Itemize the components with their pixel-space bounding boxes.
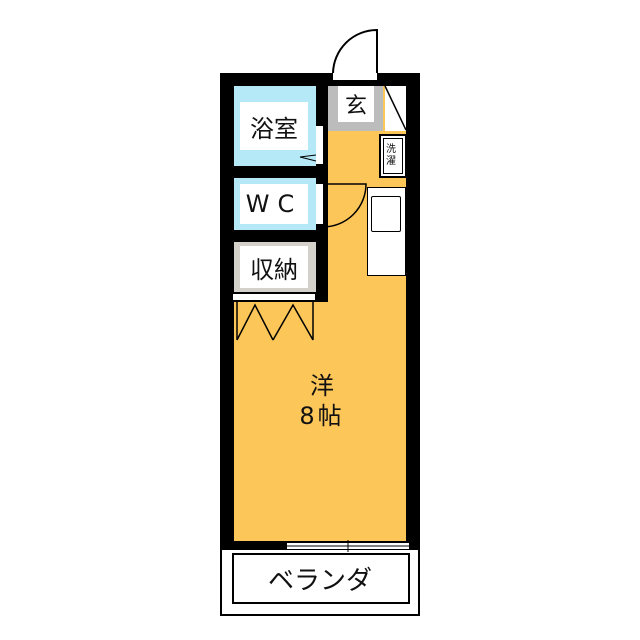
laundry-label: 洗濯 xyxy=(386,144,396,167)
wc-door[interactable] xyxy=(316,184,323,224)
balcony-inner xyxy=(232,553,410,604)
bath-door-mark xyxy=(299,154,317,162)
main-room-size: 8帖 xyxy=(299,402,345,430)
shoe-cabinet-line xyxy=(384,85,407,131)
balcony-label: ベランダ xyxy=(267,565,372,596)
storage-label: 収納 xyxy=(240,246,308,288)
storage-door-frame xyxy=(232,293,316,301)
main-room-type: 洋 xyxy=(310,372,334,400)
wc-label: WC xyxy=(240,184,308,224)
window-line xyxy=(286,540,410,552)
bath-label: 浴室 xyxy=(240,102,308,150)
laundry-space xyxy=(379,134,407,178)
entrance-door-frame[interactable] xyxy=(333,73,377,80)
wc-door-swing xyxy=(322,183,367,228)
bath-door[interactable] xyxy=(316,126,323,164)
kitchen-sink xyxy=(371,196,401,232)
storage-doors xyxy=(236,302,314,341)
entrance-door-swing xyxy=(332,28,378,74)
entrance-label: 玄 xyxy=(338,86,374,122)
